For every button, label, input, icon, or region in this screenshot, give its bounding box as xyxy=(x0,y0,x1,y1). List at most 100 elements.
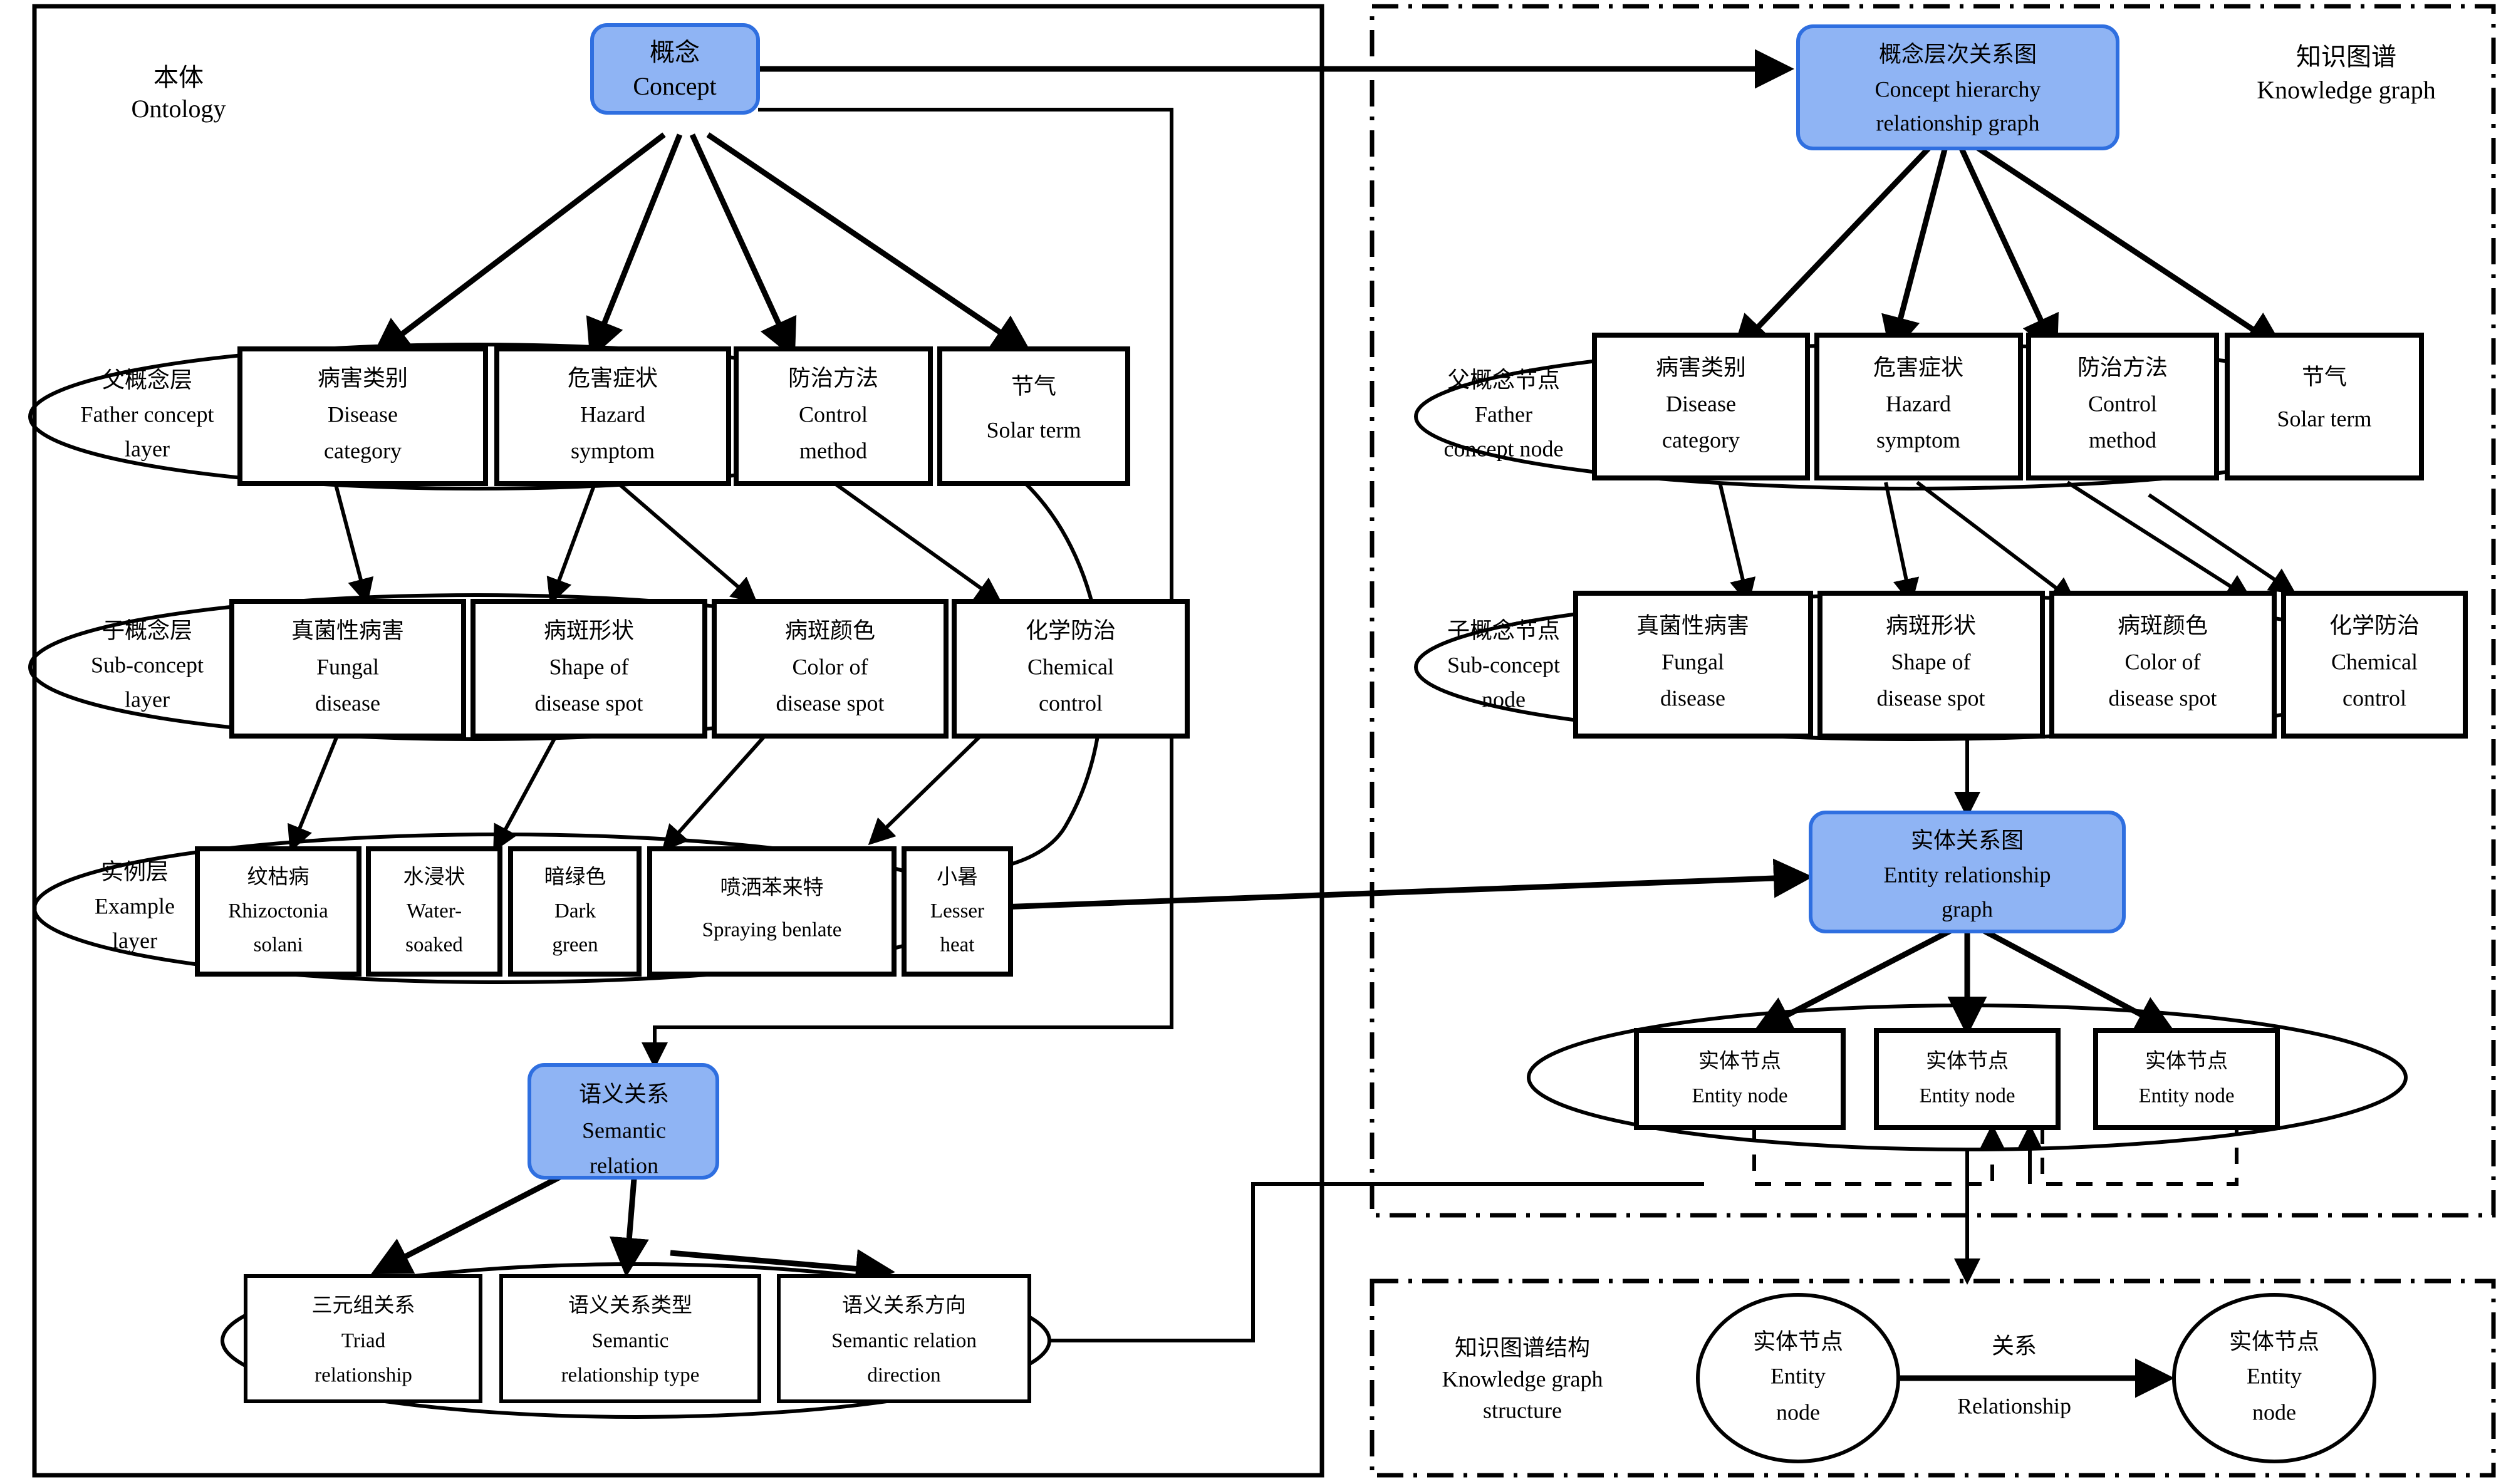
box-father-concept-2[interactable]: 防治方法 Control method xyxy=(734,346,933,486)
svg-text:Hazard: Hazard xyxy=(580,402,645,427)
svg-text:实体节点: 实体节点 xyxy=(2145,1050,2228,1073)
svg-text:Entity: Entity xyxy=(1770,1363,1826,1388)
kg-box-father-node-3[interactable]: 节气 Solar term xyxy=(2225,333,2424,480)
svg-text:Triad: Triad xyxy=(341,1330,386,1352)
box-example-0[interactable]: 纹枯病 Rhizoctonia solani xyxy=(195,846,361,977)
svg-text:暗绿色: 暗绿色 xyxy=(544,866,606,889)
node-semantic-relation[interactable]: 语义关系 Semantic relation xyxy=(528,1063,719,1180)
svg-text:实体节点: 实体节点 xyxy=(2229,1329,2319,1354)
svg-text:知识图谱结构: 知识图谱结构 xyxy=(1455,1335,1590,1360)
box-father-concept-3[interactable]: 节气 Solar term xyxy=(937,346,1130,486)
svg-text:disease: disease xyxy=(1660,685,1725,710)
knowledge-graph-panel-label: 知识图谱 Knowledge graph xyxy=(2257,43,2435,104)
kgs-relationship-label: 关系 Relationship xyxy=(1957,1333,2071,1418)
svg-text:node: node xyxy=(1776,1399,1820,1424)
svg-text:Semantic: Semantic xyxy=(592,1330,669,1352)
svg-text:实体节点: 实体节点 xyxy=(1698,1050,1781,1073)
svg-text:relationship: relationship xyxy=(315,1364,412,1387)
svg-text:父概念层: 父概念层 xyxy=(102,367,192,392)
kg-box-entity-node-0[interactable]: 实体节点 Entity node xyxy=(1634,1028,1846,1130)
svg-text:Entity node: Entity node xyxy=(1692,1085,1787,1108)
svg-text:三元组关系: 三元组关系 xyxy=(312,1294,415,1317)
kg-box-entity-node-2[interactable]: 实体节点 Entity node xyxy=(2093,1028,2280,1130)
svg-text:node: node xyxy=(2252,1399,2296,1424)
node-entity-relationship-graph[interactable]: 实体关系图 Entity relationship graph xyxy=(1809,811,2126,933)
svg-text:Chemical: Chemical xyxy=(1027,654,1114,679)
svg-text:Knowledge graph: Knowledge graph xyxy=(2257,76,2435,104)
box-example-4[interactable]: 小暑 Lesser heat xyxy=(902,846,1013,977)
svg-text:Knowledge graph: Knowledge graph xyxy=(1442,1366,1603,1391)
svg-text:Sub-concept: Sub-concept xyxy=(1447,652,1560,677)
svg-text:语义关系方向: 语义关系方向 xyxy=(842,1294,966,1317)
svg-text:病斑形状: 病斑形状 xyxy=(1886,613,1976,638)
kg-box-sub-node-1[interactable]: 病斑形状 Shape of disease spot xyxy=(1817,591,2045,739)
kg-box-father-node-1[interactable]: 危害症状 Hazard symptom xyxy=(1814,333,2023,480)
svg-text:化学防治: 化学防治 xyxy=(2329,613,2420,638)
svg-text:relation: relation xyxy=(590,1153,658,1178)
kg-box-father-node-0[interactable]: 病害类别 Disease category xyxy=(1592,333,1810,480)
svg-text:语义关系类型: 语义关系类型 xyxy=(568,1294,692,1317)
svg-text:子概念层: 子概念层 xyxy=(102,618,192,643)
box-father-concept-0[interactable]: 病害类别 Disease category xyxy=(237,346,488,486)
kg-box-entity-node-1[interactable]: 实体节点 Entity node xyxy=(1874,1028,2061,1130)
svg-text:symptom: symptom xyxy=(1876,427,1960,452)
node-concept-hierarchy-graph[interactable]: 概念层次关系图 Concept hierarchy relationship g… xyxy=(1796,24,2119,150)
kg-box-sub-node-0[interactable]: 真菌性病害 Fungal disease xyxy=(1573,591,1813,739)
box-father-concept-1[interactable]: 危害症状 Hazard symptom xyxy=(494,346,731,486)
kgs-left-entity[interactable]: 实体节点 Entity node xyxy=(1753,1329,1843,1424)
layer-label-father: 父概念层 Father concept layer xyxy=(81,367,214,461)
svg-text:Example: Example xyxy=(95,893,175,918)
svg-text:关系: 关系 xyxy=(1992,1333,2037,1358)
svg-text:direction: direction xyxy=(867,1364,940,1387)
layer-label-sub: 子概念层 Sub-concept layer xyxy=(91,618,204,712)
knowledge-graph-panel xyxy=(1370,4,2496,1218)
svg-text:节气: 节气 xyxy=(2302,364,2347,389)
box-semantic-child-0[interactable]: 三元组关系 Triad relationship xyxy=(244,1274,482,1403)
svg-text:Color of: Color of xyxy=(793,654,868,679)
svg-text:Sub-concept: Sub-concept xyxy=(91,652,204,677)
kg-box-sub-node-3[interactable]: 化学防治 Chemical control xyxy=(2281,591,2468,739)
svg-text:layer: layer xyxy=(112,928,157,953)
svg-text:Color of: Color of xyxy=(2125,649,2201,674)
svg-text:control: control xyxy=(1039,690,1103,715)
svg-text:Shape of: Shape of xyxy=(549,654,629,679)
box-sub-concept-2[interactable]: 病斑颜色 Color of disease spot xyxy=(712,599,949,739)
svg-text:concept node: concept node xyxy=(1444,436,1564,461)
box-sub-concept-0[interactable]: 真菌性病害 Fungal disease xyxy=(229,599,466,739)
kg-box-sub-node-2[interactable]: 病斑颜色 Color of disease spot xyxy=(2049,591,2277,739)
ontology-panel-label: 本体 Ontology xyxy=(131,63,226,123)
kg-box-father-node-2[interactable]: 防治方法 Control method xyxy=(2026,333,2219,480)
svg-text:Semantic relation: Semantic relation xyxy=(831,1330,977,1352)
svg-text:Disease: Disease xyxy=(1666,391,1736,416)
svg-text:Semantic: Semantic xyxy=(582,1118,666,1143)
svg-text:symptom: symptom xyxy=(571,438,655,463)
svg-text:soaked: soaked xyxy=(405,934,463,957)
svg-text:Ontology: Ontology xyxy=(131,95,226,123)
box-example-2[interactable]: 暗绿色 Dark green xyxy=(508,846,642,977)
svg-text:layer: layer xyxy=(125,436,170,461)
svg-text:本体: 本体 xyxy=(153,63,204,91)
svg-text:Father: Father xyxy=(1475,402,1532,427)
svg-text:method: method xyxy=(799,438,867,463)
svg-text:病斑颜色: 病斑颜色 xyxy=(2118,613,2208,638)
box-example-1[interactable]: 水浸状 Water- soaked xyxy=(366,846,502,977)
box-semantic-child-2[interactable]: 语义关系方向 Semantic relation direction xyxy=(777,1274,1031,1403)
box-sub-concept-1[interactable]: 病斑形状 Shape of disease spot xyxy=(471,599,707,739)
svg-text:Entity node: Entity node xyxy=(2138,1085,2234,1108)
svg-text:Solar term: Solar term xyxy=(987,417,1081,442)
svg-text:Hazard: Hazard xyxy=(1886,391,1951,416)
box-sub-concept-3[interactable]: 化学防治 Chemical control xyxy=(952,599,1190,739)
svg-text:防治方法: 防治方法 xyxy=(2077,355,2168,380)
svg-text:relationship type: relationship type xyxy=(561,1364,700,1387)
kgs-right-entity[interactable]: 实体节点 Entity node xyxy=(2229,1329,2319,1424)
svg-text:structure: structure xyxy=(1483,1398,1562,1423)
svg-text:实体关系图: 实体关系图 xyxy=(1911,828,2024,853)
layer-label-example: 实例层 Example layer xyxy=(95,859,175,953)
node-concept[interactable]: 概念 Concept xyxy=(590,23,760,115)
box-example-3[interactable]: 喷洒苯来特 Spraying benlate xyxy=(647,846,897,977)
svg-text:Lesser: Lesser xyxy=(930,900,984,923)
box-semantic-child-1[interactable]: 语义关系类型 Semantic relationship type xyxy=(499,1274,761,1403)
svg-text:真菌性病害: 真菌性病害 xyxy=(291,618,404,643)
svg-text:实例层: 实例层 xyxy=(101,859,169,884)
